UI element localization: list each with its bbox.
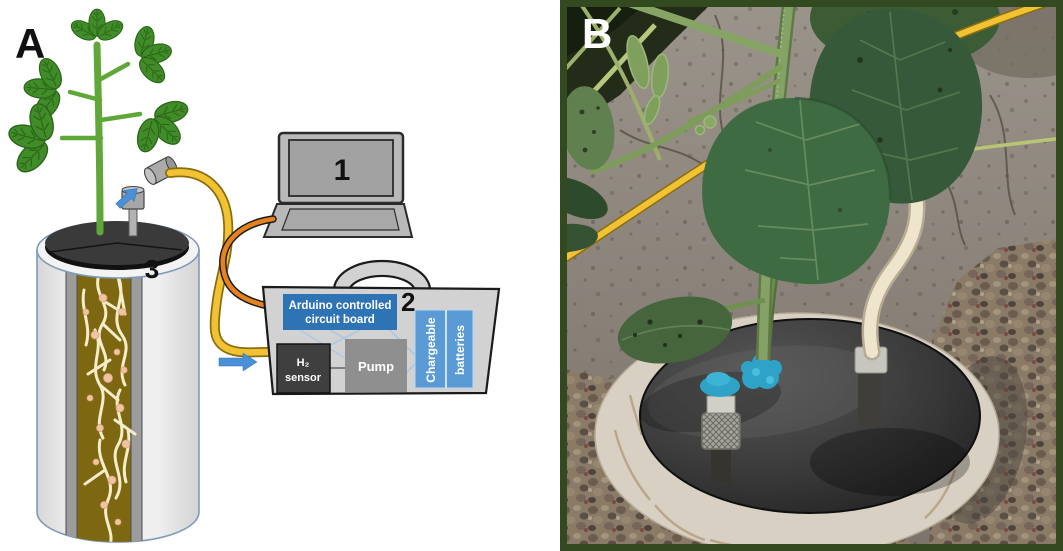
white-tube [854, 185, 926, 427]
overhanging-leaf [617, 296, 733, 364]
tube-lid [45, 221, 189, 270]
roots-illustration [81, 270, 137, 542]
big-leaf-center [702, 96, 892, 285]
root-observation-window [65, 267, 143, 542]
left-leaves [560, 86, 615, 253]
battery-label-line1: Chargeable [424, 317, 438, 383]
panel-a-diagram: A [5, 8, 501, 543]
photo-frame [560, 0, 1063, 551]
battery-pack: Chargeable batteries [414, 309, 474, 389]
h2-sensor-label-line2: sensor [285, 372, 322, 384]
usb-cable [219, 215, 288, 313]
young-leaflets [626, 34, 717, 136]
valve [700, 372, 741, 483]
knurled-ring [701, 412, 741, 450]
h2-sensor-label-line1: H₂ [297, 357, 310, 369]
panel-a-label: A [15, 20, 45, 67]
laptop-screen [288, 139, 394, 197]
arrow-right-icon [218, 352, 258, 372]
laptop-illustration: 1 [262, 131, 414, 238]
root-tube-illustration: 3 [36, 221, 200, 543]
arrow-up-icon [115, 188, 138, 209]
plant-illustration [5, 8, 191, 236]
panel-b-photo: B [560, 0, 1063, 551]
panel-b-label: B [582, 10, 612, 57]
arduino-label-line2: circuit board [305, 314, 375, 326]
pump-label: Pump [358, 359, 394, 374]
callout-1: 1 [334, 154, 351, 187]
callout-3: 3 [145, 254, 159, 284]
battery-label-line2: batteries [453, 325, 467, 375]
control-box: Arduino controlled circuit board 2 H₂ se… [261, 259, 501, 396]
root-nodules [82, 293, 131, 526]
pump [345, 339, 407, 392]
box-handle [332, 259, 432, 292]
h2-sensor [276, 343, 331, 394]
arduino-board [283, 294, 397, 330]
callout-2: 2 [401, 287, 415, 317]
arduino-label-line1: Arduino controlled [289, 300, 392, 312]
